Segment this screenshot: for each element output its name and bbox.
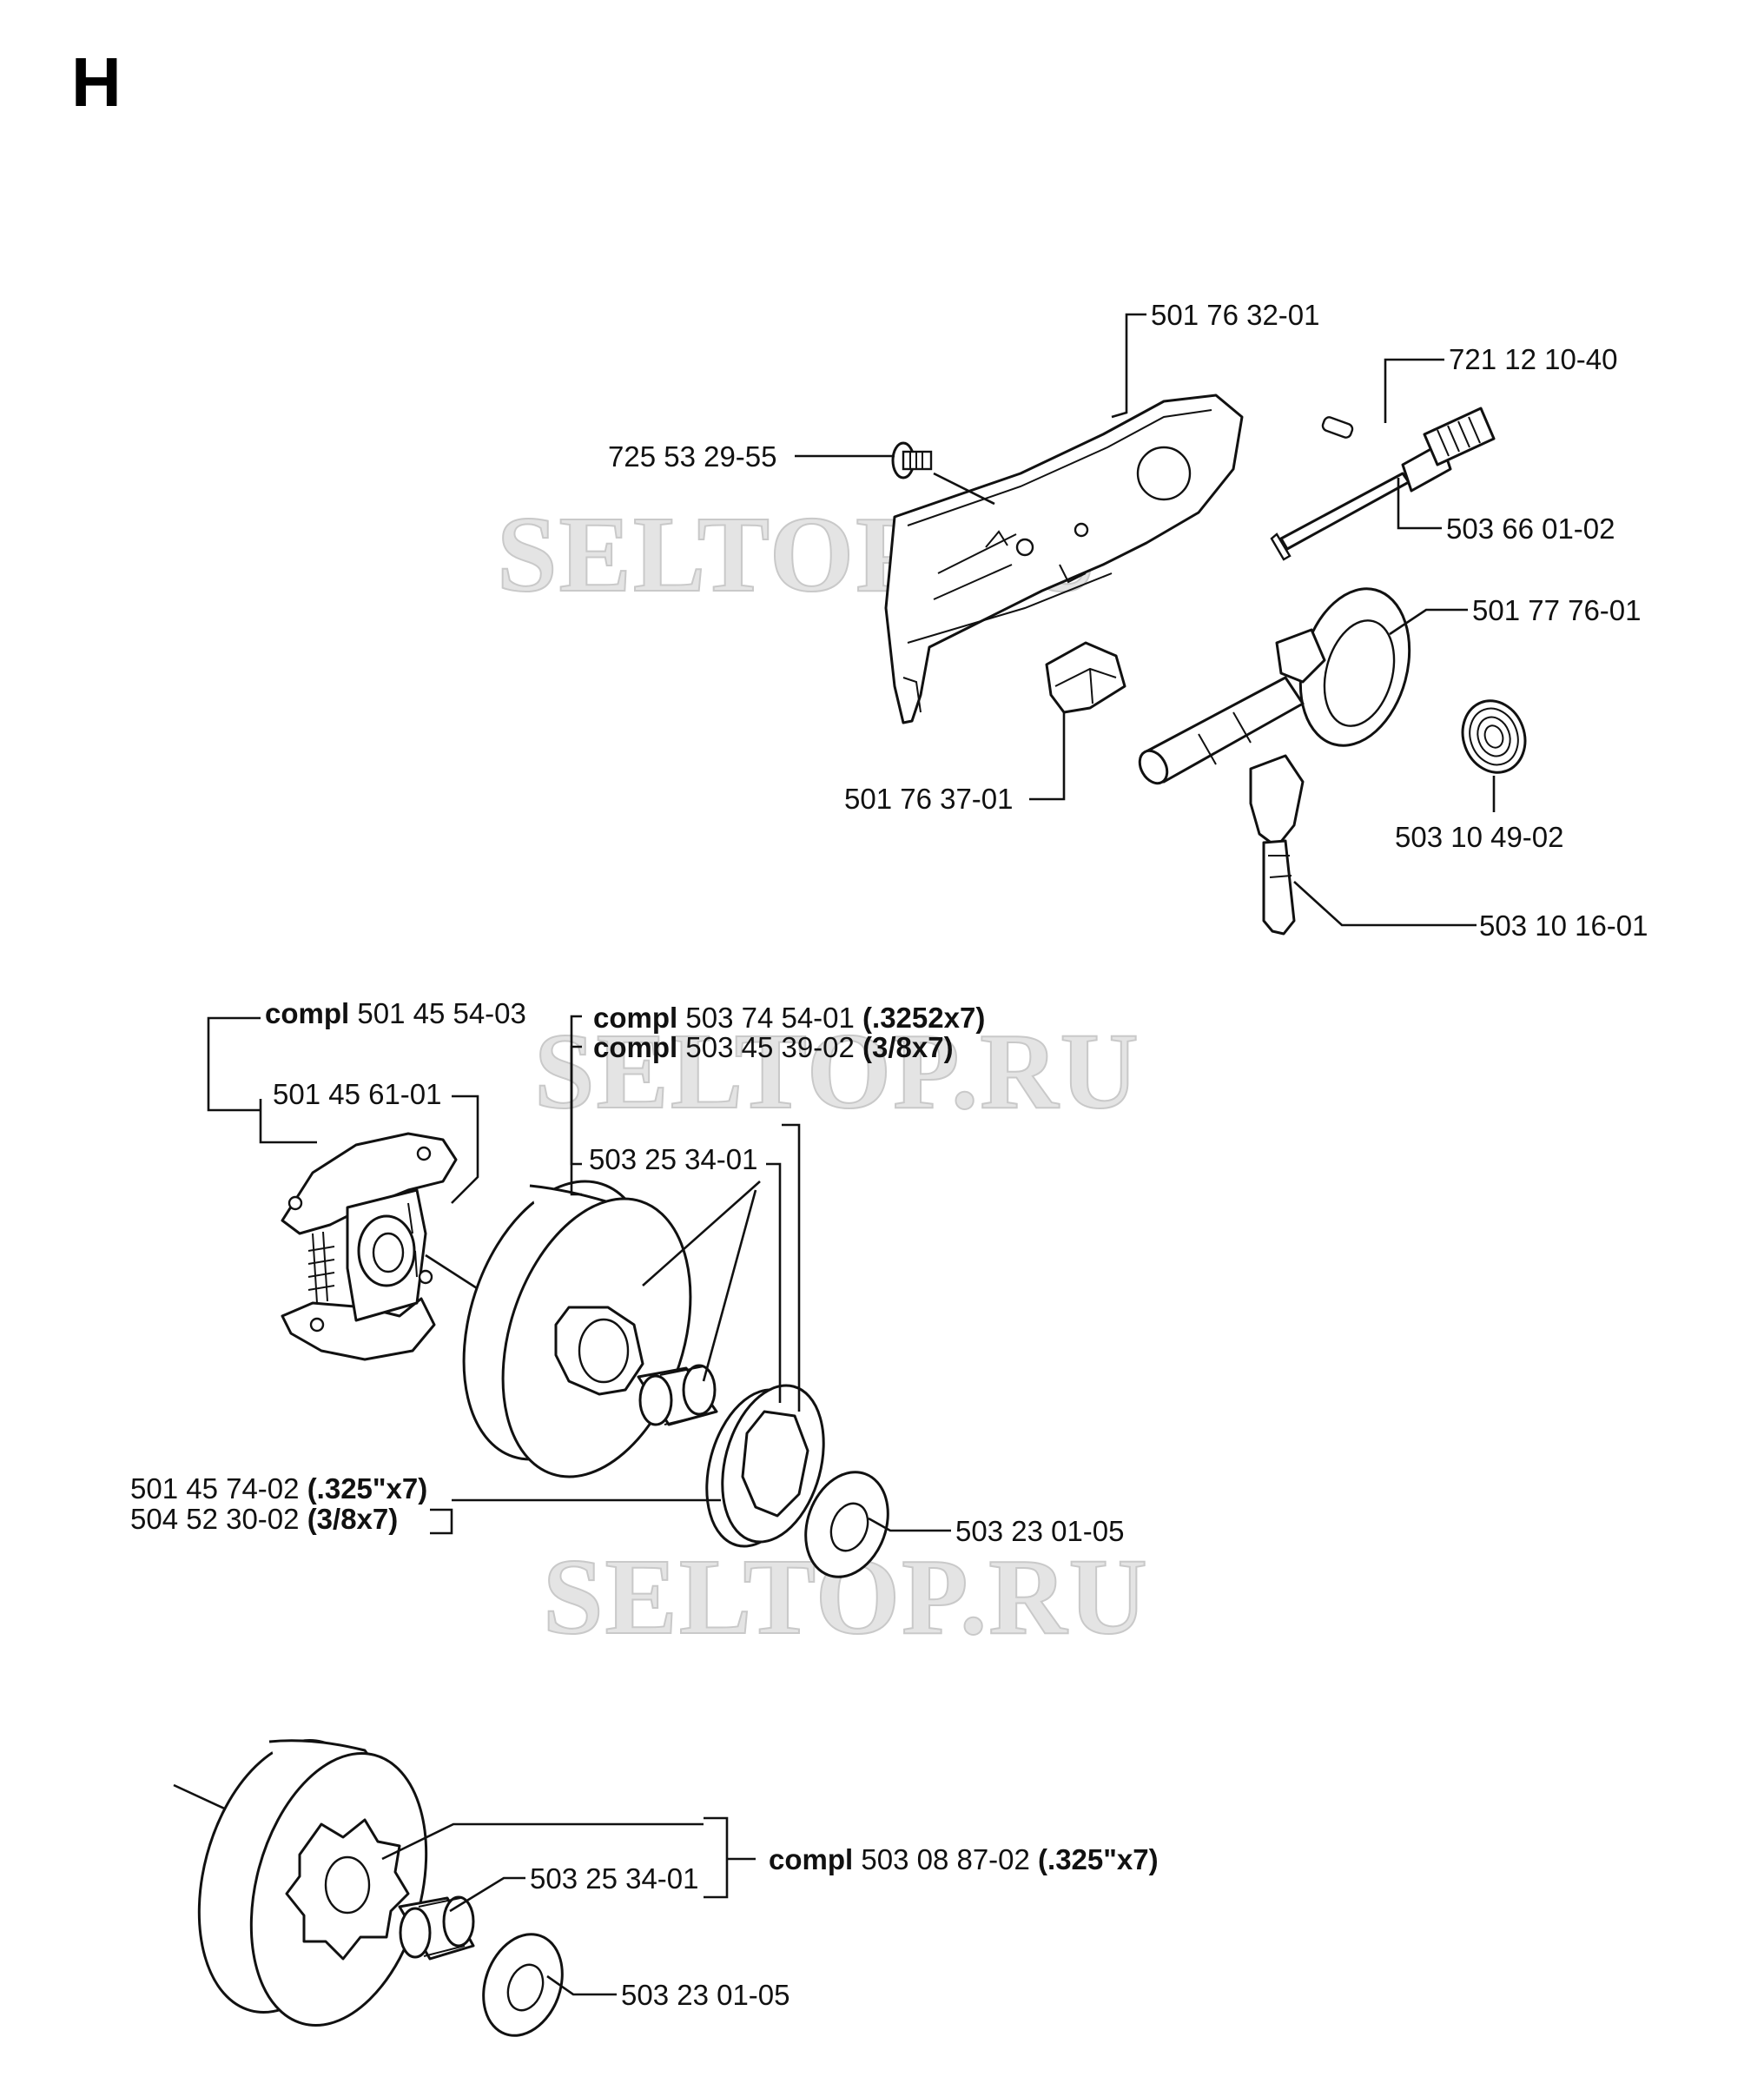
oil-pump-drawing: [1138, 587, 1411, 785]
drum-compl-2-number: 503 45 39-02: [685, 1031, 855, 1063]
label-needle-bearing-1: 503 25 34-01: [589, 1143, 758, 1175]
section-letter: H: [71, 43, 122, 121]
clutch-drum-2-drawing: [197, 1739, 428, 2027]
compl-prefix-3: compl: [593, 1031, 677, 1063]
label-drum-compl-3: compl 503 08 87-02 (.325"x7): [769, 1843, 1159, 1875]
adjuster-screw-drawing: [1270, 407, 1496, 561]
rim-sprocket-2-spec: (3/8x7): [307, 1503, 399, 1535]
label-rim-sprocket-1: 501 45 74-02 (.325"x7): [130, 1472, 427, 1505]
pin-drawing: [1321, 416, 1354, 439]
chain-guide-plate-drawing: [884, 394, 1244, 724]
leader-lines-middle: [207, 1015, 951, 1535]
spring-drawing: [1461, 699, 1527, 774]
leader-lines-upper: [795, 313, 1496, 927]
clutch-drum-drawing: [462, 1180, 692, 1478]
label-pin: 721 12 10-40: [1449, 343, 1618, 375]
label-spring: 503 10 49-02: [1395, 821, 1564, 853]
label-drum-compl-2: compl 503 45 39-02 (3/8x7): [593, 1031, 954, 1063]
label-rim-sprocket-2: 504 52 30-02 (3/8x7): [130, 1503, 398, 1535]
compl-prefix-4: compl: [769, 1843, 853, 1875]
label-chain-guide-plate: 501 76 32-01: [1151, 299, 1320, 331]
label-adjuster-screw: 503 66 01-02: [1446, 513, 1615, 545]
needle-bearing-1-drawing: [637, 1364, 718, 1426]
label-pump-shaft: 503 10 16-01: [1479, 909, 1648, 942]
washer-1-drawing: [804, 1471, 889, 1578]
label-needle-bearing-2: 503 25 34-01: [530, 1862, 699, 1895]
drum-compl-1-number: 503 74 54-01: [685, 1002, 855, 1034]
label-washer-1: 503 23 01-05: [955, 1515, 1125, 1547]
label-clutch-shoes: 501 45 61-01: [273, 1078, 442, 1110]
drum-compl-3-spec: (.325"x7): [1038, 1843, 1159, 1875]
watermark-2: SELTOP.RU: [534, 1012, 1140, 1132]
washer-2-drawing: [482, 1933, 564, 2037]
tensioner-block-drawing: [1045, 641, 1126, 714]
rim-sprocket-1-spec: (.325"x7): [307, 1472, 428, 1505]
shaft-line: [173, 1783, 231, 1813]
drum-compl-1-spec: (.3252x7): [862, 1002, 985, 1034]
leader-lines-lower: [381, 1816, 756, 1996]
drum-compl-2-spec: (3/8x7): [862, 1031, 954, 1063]
screw-drawing: [891, 441, 933, 480]
needle-bearing-2-drawing: [398, 1895, 475, 1961]
label-oil-pump: 501 77 76-01: [1472, 594, 1642, 626]
rim-sprocket-1-number: 501 45 74-02: [130, 1472, 300, 1505]
pump-shaft-drawing: [1249, 754, 1305, 936]
drum-compl-3-number: 503 08 87-02: [861, 1843, 1030, 1875]
label-clutch-compl: compl 501 45 54-03: [265, 997, 526, 1029]
compl-prefix-1: compl: [265, 997, 349, 1029]
label-drum-compl-1: compl 503 74 54-01 (.3252x7): [593, 1002, 985, 1034]
compl-prefix-2: compl: [593, 1002, 677, 1034]
clutch-shoes-drawing: [281, 1132, 458, 1361]
rim-sprocket-2-number: 504 52 30-02: [130, 1503, 300, 1535]
label-washer-2: 503 23 01-05: [621, 1979, 790, 2011]
label-screw: 725 53 29-55: [608, 440, 777, 473]
label-tensioner-block: 501 76 37-01: [844, 783, 1014, 815]
clutch-compl-number: 501 45 54-03: [357, 997, 526, 1029]
rim-sprocket-1-drawing: [705, 1384, 825, 1548]
